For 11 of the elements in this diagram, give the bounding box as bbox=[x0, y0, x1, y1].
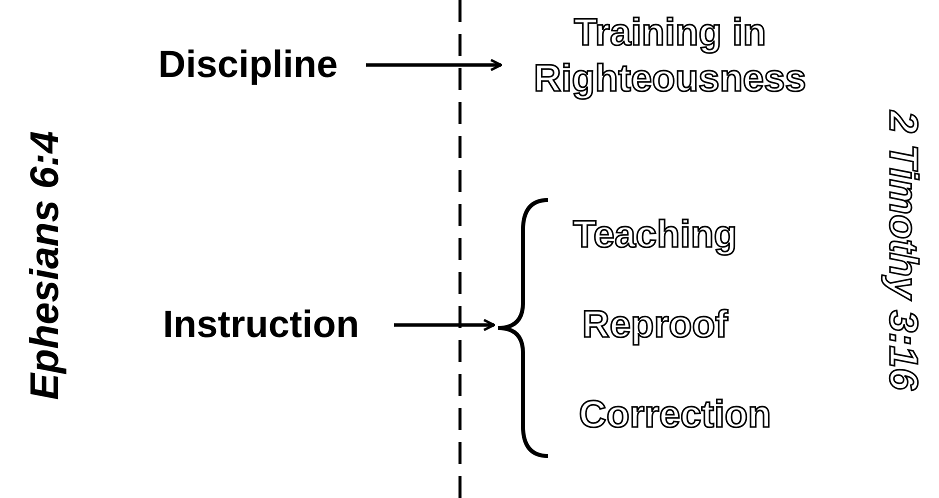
node-label: Teaching bbox=[555, 212, 755, 258]
curly-brace bbox=[496, 198, 548, 458]
arrow bbox=[394, 318, 496, 332]
arrow bbox=[366, 58, 502, 72]
verse-reference: 2 Timothy 3:16 bbox=[880, 110, 925, 390]
verse-reference: Ephesians 6:4 bbox=[22, 130, 68, 400]
heading-text: Training in Righteousness bbox=[505, 10, 835, 102]
node-label: Instruction bbox=[136, 302, 386, 348]
node-label: Discipline bbox=[138, 42, 358, 88]
node-label: Correction bbox=[555, 392, 795, 438]
node-label: Reproof bbox=[555, 302, 755, 348]
